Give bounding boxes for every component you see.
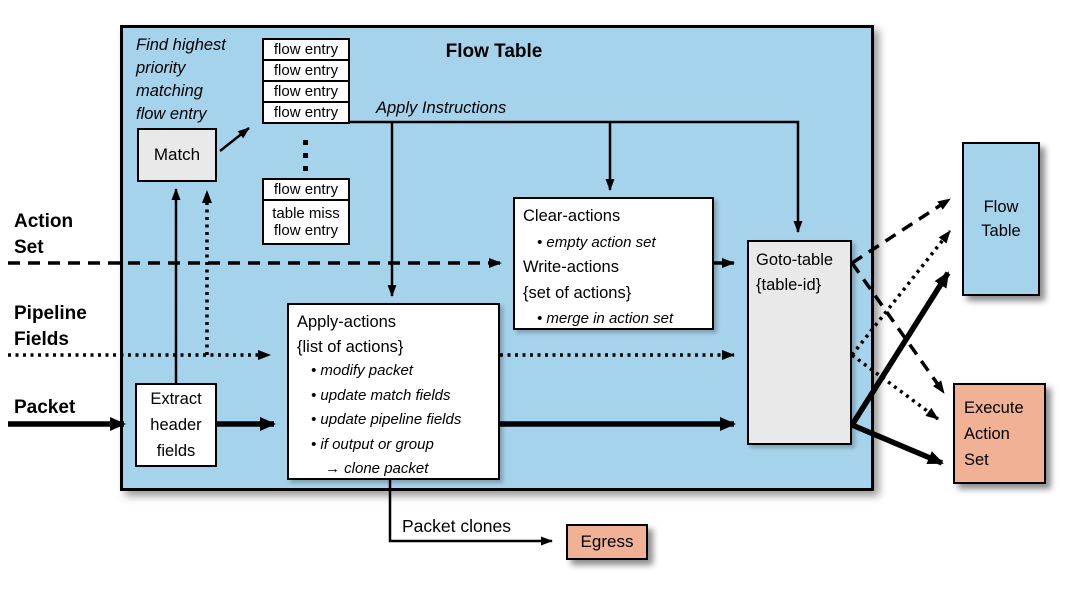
execute-line: Set <box>964 451 989 469</box>
pipeline-fields-line: Pipeline <box>14 303 87 324</box>
extract-line: header <box>150 416 202 434</box>
extract-line: fields <box>156 442 196 460</box>
flow-entry-row: flow entry <box>262 59 350 82</box>
dot <box>303 166 308 171</box>
execute-line: Action <box>964 425 1010 443</box>
apply-actions-bullet: • update pipeline fields <box>311 411 462 428</box>
match-label: Match <box>153 145 201 164</box>
write-actions-bullet: • merge in action set <box>537 310 674 327</box>
pipeline-fields-line: Fields <box>14 329 69 350</box>
next-flow-table-line: Table <box>981 222 1021 240</box>
flow-entry-row: flow entry <box>262 178 350 201</box>
clear-actions-title: Clear-actions <box>523 207 621 225</box>
clear-actions-bullet: • empty action set <box>537 233 656 251</box>
table-miss-row: table miss flow entry <box>262 199 350 245</box>
apply-actions-subtitle: {list of actions} <box>297 337 404 356</box>
action-set-line: Action <box>14 211 74 232</box>
write-actions-subtitle: {set of actions} <box>523 283 632 302</box>
extract-line: Extract <box>150 390 202 408</box>
dot <box>303 140 308 145</box>
extract-header-fields-box: Extract header fields <box>135 383 217 467</box>
goto-table-label: Goto-table <box>756 251 834 269</box>
note-line: Find highest <box>136 36 226 54</box>
flow-entry-stack: flow entry flow entry flow entry flow en… <box>262 38 350 124</box>
goto-table-id: {table-id} <box>756 276 822 294</box>
clear-write-actions-box: Clear-actions • empty action set Write-a… <box>513 197 714 330</box>
flow-entry-row: flow entry <box>262 101 350 124</box>
flow-table-title: Flow Table <box>445 41 543 62</box>
table-miss-stack: flow entry table miss flow entry <box>262 178 350 245</box>
flow-entry-row: flow entry <box>262 80 350 103</box>
apply-actions-title: Apply-actions <box>297 313 397 331</box>
ellipsis-dots <box>303 140 308 171</box>
flow-entry-row: flow entry <box>262 38 350 61</box>
egress-box: Egress <box>566 524 648 560</box>
dot <box>303 153 308 158</box>
pipeline-fields-label: Pipeline Fields <box>14 301 87 353</box>
note-line: priority <box>136 59 186 77</box>
action-set-line: Set <box>14 237 44 258</box>
table-miss-line: table miss <box>272 205 340 222</box>
find-highest-note: Find highest priority matching flow entr… <box>136 34 226 126</box>
packet-clones-label: Packet clones <box>402 516 511 536</box>
apply-actions-bullet: • if output or group <box>311 435 434 453</box>
next-flow-table-line: Flow <box>983 198 1019 216</box>
note-line: matching <box>136 82 203 100</box>
action-set-label: Action Set <box>14 209 73 261</box>
match-box: Match <box>137 128 217 182</box>
apply-actions-box: Apply-actions {list of actions} • modify… <box>287 303 500 480</box>
packet-label: Packet <box>14 397 76 418</box>
egress-label: Egress <box>580 532 634 551</box>
apply-instructions-label: Apply Instructions <box>376 99 507 117</box>
next-flow-table-box: Flow Table <box>962 142 1040 296</box>
execute-line: Execute <box>964 399 1024 417</box>
write-actions-title: Write-actions <box>523 258 619 276</box>
note-line: flow entry <box>136 105 207 123</box>
execute-action-set-box: Execute Action Set <box>953 383 1046 484</box>
table-miss-line: flow entry <box>273 222 339 239</box>
goto-table-box: Goto-table {table-id} <box>747 240 852 445</box>
apply-actions-bullet: • modify packet <box>311 362 413 379</box>
apply-actions-bullet: • update match fields <box>311 386 451 404</box>
apply-actions-sub-bullet: → clone packet <box>325 460 429 477</box>
